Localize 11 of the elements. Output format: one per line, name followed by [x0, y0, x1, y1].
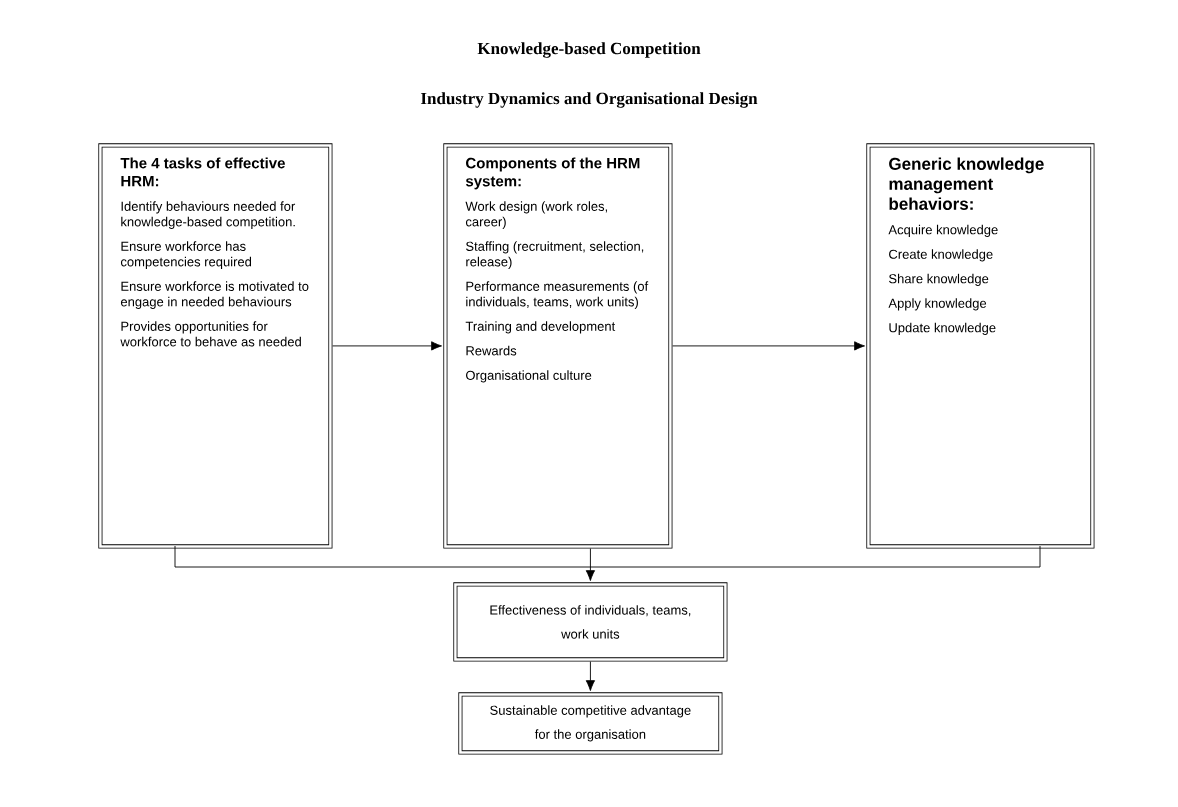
text-box: Components of the HRM system: Work design (work roles, career) Staffing (recruitment, selection, release) Performance measurements (of individuals, teams, work units) Training and development Rewards Organisational culture: [443, 143, 673, 549]
text-box: Sustainable competitive advantage for the organisation: [458, 692, 723, 755]
text-box: Generic knowledge management behaviors: Acquire knowledge Create knowledge Share knowledge Apply knowledge Update knowledge: [866, 143, 1095, 549]
text-box: Effectiveness of individuals, teams, work units: [453, 582, 728, 662]
arrow: [174, 545, 1041, 581]
subtitle: Industry Dynamics and Organisational Design: [420, 92, 758, 108]
arrow: [672, 341, 865, 351]
arrow: [585, 661, 596, 691]
title: Knowledge-based Competition: [477, 42, 701, 58]
text-box: The 4 tasks of effective HRM: Identify behaviours needed for knowledge-based competition. Ensure workforce has competencies required Ensure workforce is motivated to engage in needed behaviours Provides opportunities for workforce to behave as needed: [98, 143, 333, 549]
arrow: [332, 341, 442, 351]
